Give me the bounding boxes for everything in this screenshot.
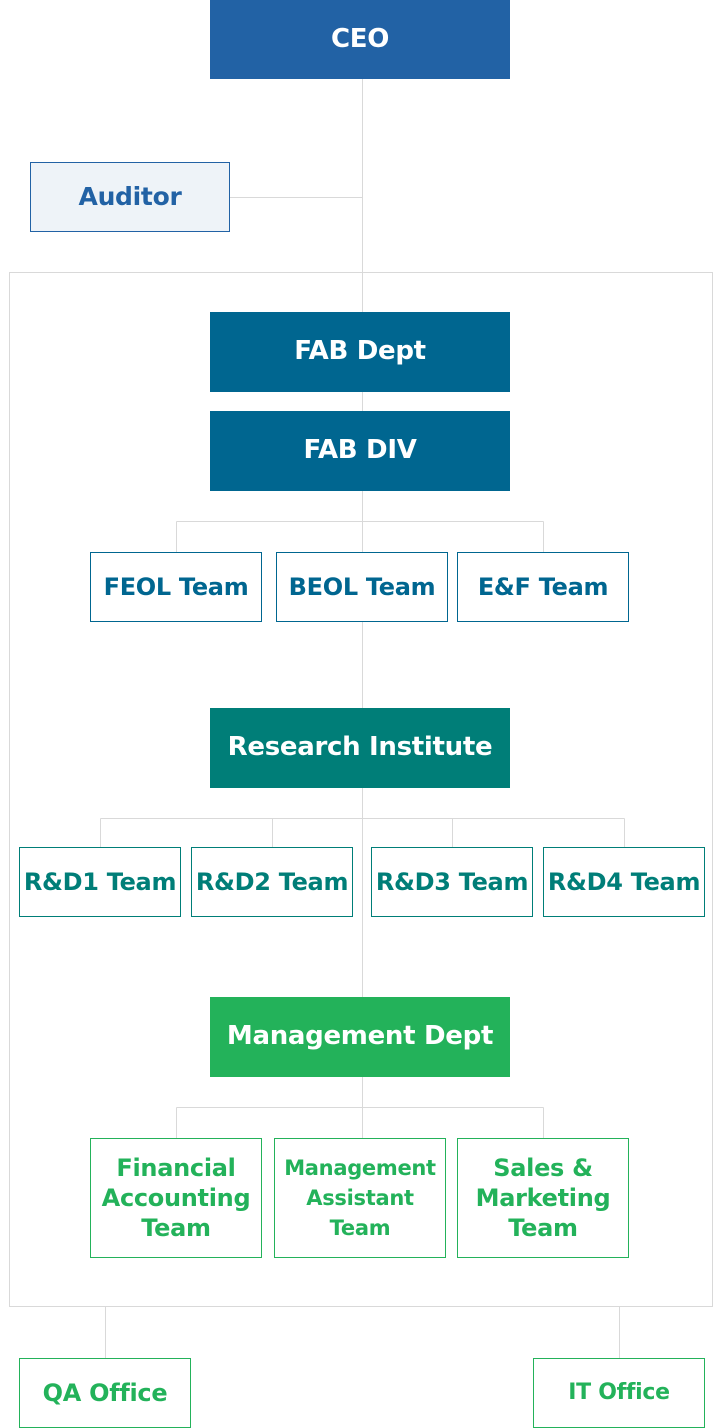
rd1-team-label: R&D1 Team [23, 867, 177, 896]
ef-team-label: E&F Team [477, 572, 609, 601]
ef-team-box: E&F Team [457, 552, 629, 622]
qa-office-box: QA Office [19, 1358, 191, 1428]
ceo-label: CEO [330, 23, 390, 54]
beol-team-label: BEOL Team [288, 572, 436, 601]
rd3-team-box: R&D3 Team [371, 847, 533, 917]
it-office-label: IT Office [568, 1379, 670, 1405]
management-dept-label: Management Dept [226, 1021, 494, 1052]
rd2-team-box: R&D2 Team [191, 847, 353, 917]
rd1-team-box: R&D1 Team [19, 847, 181, 917]
fab-dept-box: FAB Dept [210, 312, 510, 392]
feol-team-box: FEOL Team [90, 552, 262, 622]
sales-marketing-team-label: Sales & Marketing Team [475, 1154, 611, 1242]
feol-team-label: FEOL Team [103, 572, 249, 601]
research-institute-box: Research Institute [210, 708, 510, 788]
research-institute-label: Research Institute [227, 732, 493, 763]
auditor-label: Auditor [78, 182, 182, 211]
financial-accounting-team-label: Financial Accounting Team [101, 1154, 251, 1242]
management-assistant-team-label: Management Assistant Team [284, 1156, 436, 1240]
rd2-team-label: R&D2 Team [195, 867, 349, 896]
auditor-box: Auditor [30, 162, 230, 232]
financial-accounting-team-box: Financial Accounting Team [90, 1138, 262, 1258]
management-assistant-team-box: Management Assistant Team [274, 1138, 446, 1258]
rd3-team-label: R&D3 Team [375, 867, 529, 896]
fab-div-label: FAB DIV [303, 435, 417, 466]
ceo-box: CEO [210, 0, 510, 79]
fab-div-box: FAB DIV [210, 411, 510, 491]
sales-marketing-team-box: Sales & Marketing Team [457, 1138, 629, 1258]
qa-office-label: QA Office [42, 1378, 168, 1407]
beol-team-box: BEOL Team [276, 552, 448, 622]
it-office-box: IT Office [533, 1358, 705, 1428]
fab-dept-label: FAB Dept [294, 336, 426, 367]
rd4-team-box: R&D4 Team [543, 847, 705, 917]
rd4-team-label: R&D4 Team [547, 867, 701, 896]
management-dept-box: Management Dept [210, 997, 510, 1077]
